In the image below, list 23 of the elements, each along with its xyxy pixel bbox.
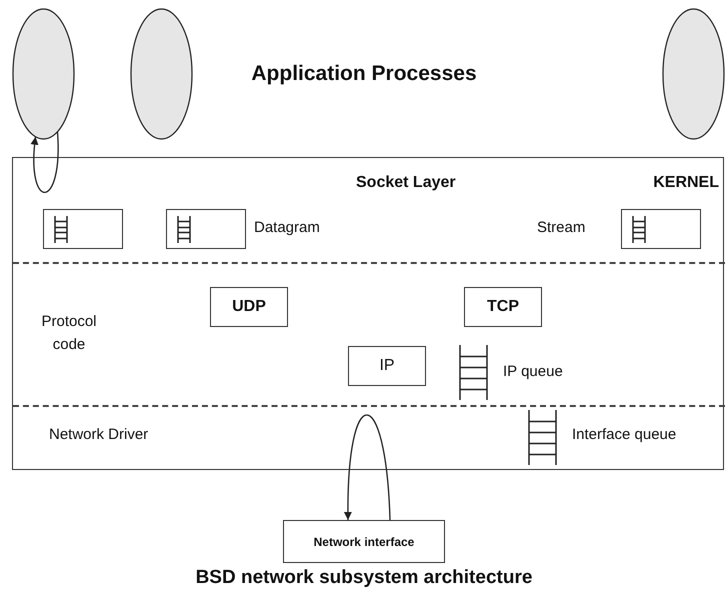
queue-label: IP queue <box>503 363 563 380</box>
process-ellipse <box>662 8 725 140</box>
socket-buffer-box <box>621 209 701 249</box>
loop-arrow <box>344 414 391 520</box>
layer-title: Socket Layer <box>356 174 456 192</box>
module-box: IP <box>348 346 426 386</box>
layer-label: Network Driver <box>49 426 148 443</box>
socket-buffer-box <box>43 209 123 249</box>
queue-label: Interface queue <box>572 426 676 443</box>
socket-buffer-box <box>166 209 246 249</box>
module-box: UDP <box>210 287 288 327</box>
layer-label: Protocol code <box>40 312 98 355</box>
module-box: Network interface <box>283 520 445 563</box>
heading-text: Application Processes <box>250 62 478 86</box>
caption-text: BSD network subsystem architecture <box>194 567 534 589</box>
kernel-title: KERNEL <box>653 174 719 192</box>
module-box: TCP <box>464 287 542 327</box>
process-ellipse <box>130 8 193 140</box>
buffer-caption: Stream <box>537 219 586 236</box>
buffer-caption: Datagram <box>254 219 320 236</box>
kernel-frame <box>12 157 724 470</box>
loop-arrow <box>30 132 59 193</box>
process-ellipse <box>12 8 75 140</box>
